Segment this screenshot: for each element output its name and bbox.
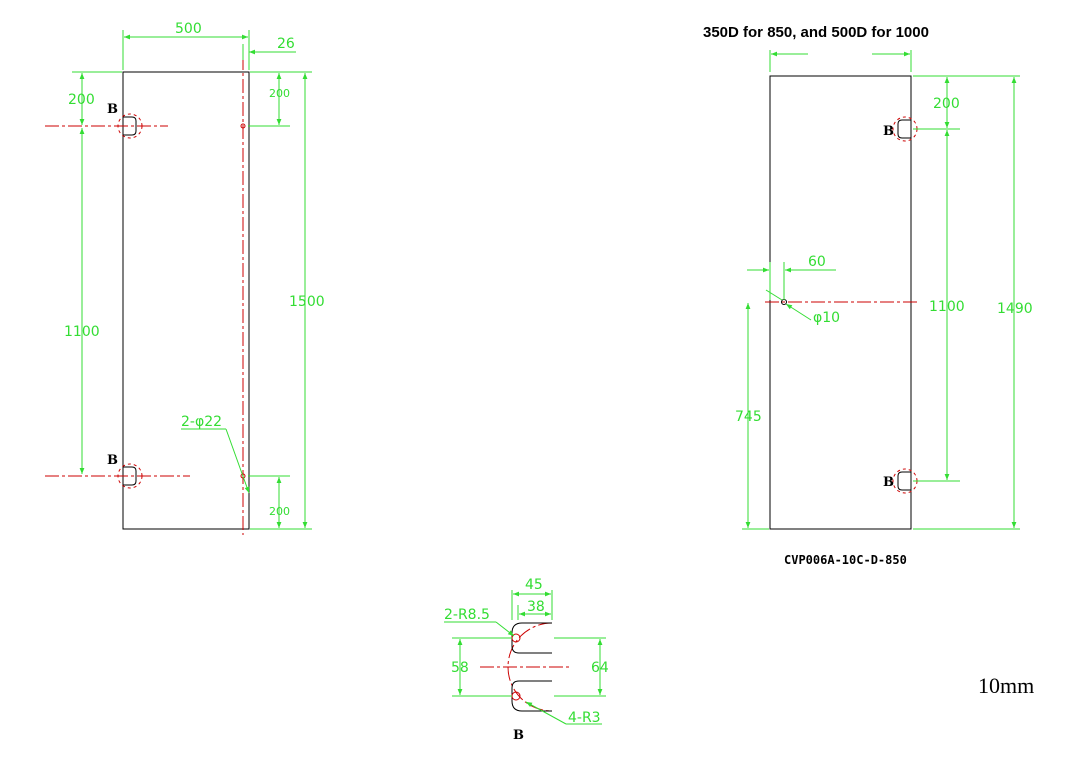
detail-b-radius-large: 2-R8.5 [444, 607, 490, 623]
left-small-hole-top [240, 123, 246, 129]
right-dim-spacing: 1100 [929, 299, 965, 315]
right-dim-bottom: 745 [735, 409, 762, 425]
header-note: 350D for 850, and 500D for 1000 [703, 24, 929, 41]
right-dim-edge-offset: 60 [808, 254, 826, 270]
detail-b-width-inner: 38 [527, 599, 545, 615]
right-hole-label-top: B [883, 124, 894, 139]
left-dim-top-left: 200 [68, 92, 95, 108]
left-dim-bottom-right: 200 [269, 505, 290, 518]
left-dim-height: 1500 [289, 294, 325, 310]
scale-text: 10mm [978, 673, 1034, 698]
left-hole-callout-leader [225, 428, 250, 494]
left-dim-spacing: 1100 [64, 324, 100, 340]
right-hole-label-bottom: B [883, 475, 894, 490]
right-hole-dia-leader [785, 303, 812, 321]
left-small-hole-bottom [240, 473, 246, 479]
detail-b: 45 38 2-R8.5 58 64 4-R3 B [444, 577, 609, 743]
right-hole-dia: φ10 [813, 310, 840, 326]
detail-b-radius-small: 4-R3 [568, 710, 601, 726]
left-view: B B 500 26 200 1100 200 1500 200 2-φ22 [45, 21, 325, 535]
right-view: B B 200 1100 1490 60 φ10 745 CVP006A-10C… [735, 50, 1033, 567]
detail-b-width-outer: 45 [525, 577, 543, 593]
left-dim-top-right: 200 [269, 87, 290, 100]
left-cutout-top [117, 113, 143, 139]
detail-b-label: B [513, 728, 524, 743]
left-dim-width: 500 [175, 21, 202, 37]
left-hole-label-top: B [107, 102, 118, 117]
detail-b-height-inner: 58 [451, 660, 469, 676]
right-dim-height: 1490 [997, 301, 1033, 317]
part-number: CVP006A-10C-D-850 [784, 553, 907, 567]
left-hole-callout: 2-φ22 [181, 414, 222, 430]
detail-b-height-outer: 64 [591, 660, 609, 676]
left-panel-outline [122, 71, 250, 530]
left-cutout-bottom [117, 463, 143, 489]
left-dim-offset: 26 [277, 36, 295, 52]
left-hole-label-bottom: B [107, 453, 118, 468]
right-dim-top: 200 [933, 96, 960, 112]
